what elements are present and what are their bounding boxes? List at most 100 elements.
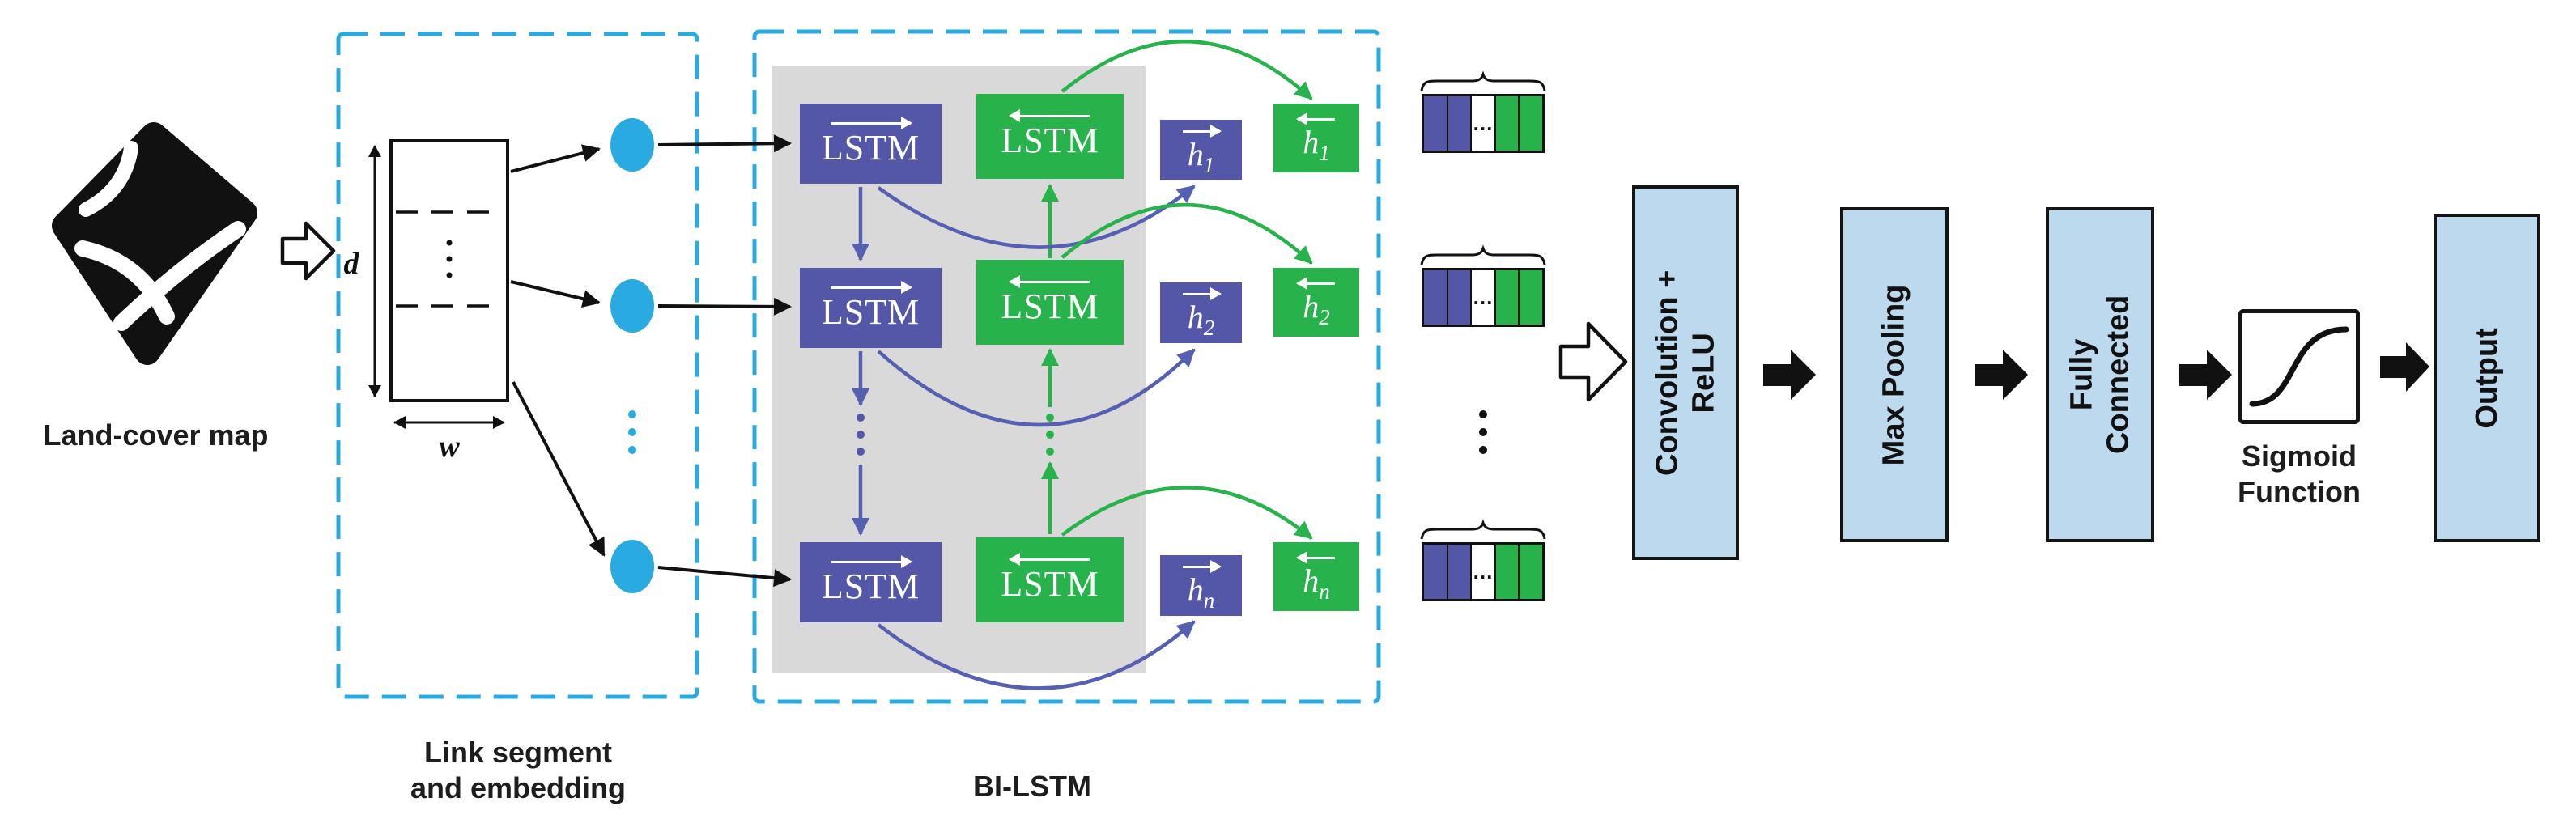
- backward-arrow-icon: [1298, 282, 1335, 285]
- output-label: Output: [2469, 327, 2504, 429]
- fully-connected-label: Fully Connected: [2064, 295, 2136, 455]
- lstm-forward-1-label: LSTM: [821, 127, 920, 168]
- vector-brace: [1420, 519, 1546, 540]
- bilstm-caption: BI-LSTM: [931, 769, 1133, 804]
- vector-cell-backward: [1520, 270, 1542, 325]
- vector-cell-backward: [1495, 270, 1520, 325]
- sigmoid-caption-line1: Sigmoid: [2242, 439, 2357, 473]
- landcover-caption: Land-cover map: [16, 418, 295, 453]
- h-forward-n-label: hn: [1187, 571, 1215, 613]
- output-box: Output: [2434, 214, 2540, 542]
- lstm-backward-2-label: LSTM: [1001, 286, 1099, 326]
- vectors-to-conv-arrow-icon: [1558, 321, 1628, 402]
- h-forward-n: hn: [1160, 555, 1242, 616]
- h-backward-n-label: hn: [1303, 562, 1330, 604]
- embedding-caption: Link segment and embedding: [385, 735, 652, 806]
- embedding-node-n: [610, 540, 654, 593]
- embedding-matrix: [389, 139, 509, 402]
- lstm-backward-1: LSTM: [976, 94, 1124, 179]
- landcover-caption-text: Land-cover map: [43, 418, 269, 452]
- lstm-backward-2: LSTM: [976, 260, 1124, 345]
- forward-arrow-icon: [1182, 129, 1220, 133]
- backward-arrow-icon: [1010, 558, 1090, 561]
- node-to-lstm-arrow: [657, 566, 792, 588]
- forward-arrow-icon: [1182, 565, 1220, 568]
- vector-cell-backward: [1495, 545, 1520, 599]
- lstm-forward-2-label: LSTM: [821, 291, 920, 332]
- forward-arrow-icon: [831, 286, 911, 289]
- lstm-backward-n-label: LSTM: [1001, 563, 1099, 604]
- matrix-to-node-arrow: [510, 280, 601, 308]
- d-label: d: [335, 246, 368, 282]
- h-forward-1: h1: [1160, 120, 1242, 180]
- h-backward-1: h1: [1273, 104, 1359, 172]
- forward-arrow-icon: [1182, 292, 1220, 295]
- vector-cell-backward: [1520, 96, 1542, 151]
- lstm-forward-n: LSTM: [800, 542, 942, 622]
- vectors-ellipsis: [1479, 410, 1487, 454]
- h-forward-2: h2: [1160, 282, 1242, 343]
- node-to-lstm-arrow: [657, 134, 792, 153]
- max-pooling-box: Max Pooling: [1840, 207, 1949, 542]
- matrix-to-node-arrow: [512, 381, 606, 557]
- w-label: w: [425, 429, 474, 465]
- lstm-backward-n: LSTM: [976, 537, 1124, 622]
- embedding-node-1: [610, 118, 654, 172]
- bilstm-caption-text: BI-LSTM: [973, 770, 1091, 803]
- h-backward-2: h2: [1273, 268, 1359, 337]
- vector-cell-forward: [1424, 270, 1448, 325]
- vector-cell-forward: [1424, 96, 1448, 151]
- max-pooling-label: Max Pooling: [1877, 284, 1911, 465]
- vector-cell-ellipsis: ...: [1472, 270, 1496, 325]
- landcover-map-icon: [40, 109, 267, 376]
- conv-relu-label: Convolution + ReLU: [1650, 269, 1720, 476]
- vector-cell-forward: [1447, 96, 1473, 151]
- lstm-backward-1-label: LSTM: [1001, 120, 1099, 160]
- sigmoid-icon-box: [2238, 309, 2360, 424]
- h-backward-1-label: h1: [1303, 123, 1330, 165]
- fully-connected-box: Fully Connected: [2046, 207, 2154, 542]
- vector-cell-ellipsis: ...: [1472, 96, 1496, 151]
- pooling-to-fc-arrow-icon: [1975, 350, 2028, 400]
- w-label-text: w: [439, 430, 460, 464]
- vector-cell-forward: [1447, 545, 1473, 599]
- sigmoid-caption: Sigmoid Function: [2210, 439, 2388, 510]
- vector-brace: [1420, 70, 1546, 91]
- feature-vector-1: ...: [1422, 94, 1545, 153]
- vector-cell-ellipsis: ...: [1472, 545, 1496, 599]
- sigmoid-caption-line2: Function: [2238, 474, 2361, 508]
- lstm-forward-1: LSTM: [800, 104, 942, 184]
- fc-to-sigmoid-arrow-icon: [2179, 350, 2232, 400]
- matrix-to-node-arrow: [510, 144, 601, 173]
- vector-cell-backward: [1520, 545, 1542, 599]
- d-label-text: d: [343, 247, 359, 281]
- backward-arrow-icon: [1010, 280, 1090, 283]
- conv-relu-box: Convolution + ReLU: [1632, 185, 1739, 560]
- backward-arrow-icon: [1010, 114, 1090, 117]
- h-forward-1-label: h1: [1187, 135, 1215, 177]
- vector-cell-forward: [1424, 545, 1448, 599]
- forward-arrow-icon: [831, 560, 911, 563]
- lstm-forward-n-label: LSTM: [821, 566, 920, 606]
- embedding-node-2: [610, 279, 654, 333]
- h-forward-2-label: h2: [1187, 298, 1215, 340]
- feature-vector-2: ...: [1422, 268, 1545, 327]
- embedding-caption-line2: and embedding: [410, 770, 626, 804]
- h-backward-2-label: h2: [1303, 287, 1330, 329]
- backward-arrow-icon: [1298, 117, 1335, 121]
- feature-vector-n: ...: [1422, 542, 1545, 601]
- h-backward-n: hn: [1273, 542, 1359, 611]
- input-arrow-icon: [280, 221, 336, 281]
- node-to-lstm-arrow: [657, 297, 792, 316]
- vector-brace: [1420, 244, 1546, 265]
- sigmoid-to-output-arrow-icon: [2380, 342, 2429, 392]
- vector-cell-forward: [1447, 270, 1473, 325]
- node-ellipsis: [628, 410, 636, 454]
- sigmoid-curve-icon: [2249, 326, 2349, 407]
- backward-arrow-icon: [1298, 556, 1335, 559]
- vector-cell-backward: [1495, 96, 1520, 151]
- forward-arrow-icon: [831, 121, 911, 125]
- embedding-caption-line1: Link segment: [423, 736, 613, 769]
- landcover-map-graphic: [52, 122, 257, 365]
